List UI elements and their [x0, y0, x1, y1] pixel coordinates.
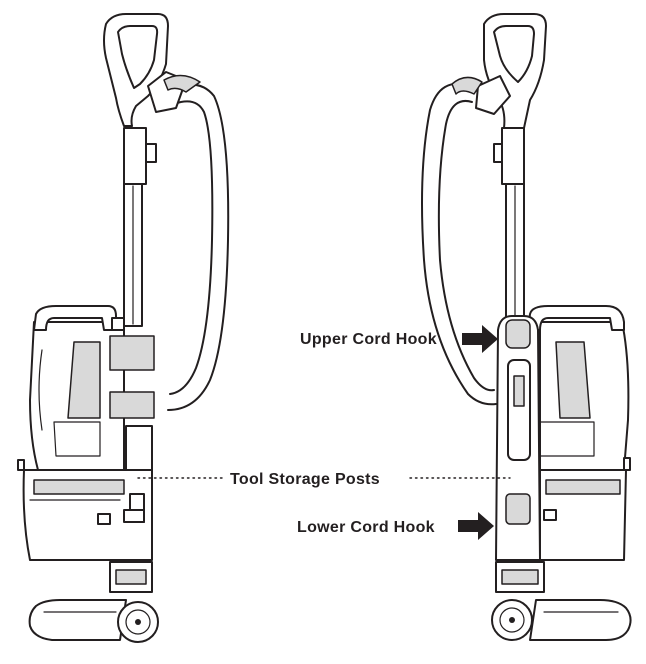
lower-cord-hook-label: Lower Cord Hook	[297, 519, 435, 536]
hose	[421, 82, 497, 406]
callout-lower-cord-hook: Lower Cord Hook	[297, 512, 494, 540]
wand	[123, 127, 147, 185]
floor-nozzle	[28, 599, 127, 641]
hose	[167, 83, 230, 411]
callout-upper-cord-hook: Upper Cord Hook	[300, 325, 498, 353]
wand	[501, 127, 525, 185]
floor-nozzle	[529, 599, 632, 641]
vacuum-side-view	[17, 13, 230, 643]
vacuum-front-view	[421, 13, 632, 641]
lower-cord-hook-part	[505, 493, 531, 525]
upper-cord-hook-label: Upper Cord Hook	[300, 331, 437, 348]
arrow-right-icon	[458, 512, 494, 540]
callout-tool-storage-posts: Tool Storage Posts	[137, 471, 511, 488]
arrow-right-icon	[462, 325, 498, 353]
upper-cord-hook-part	[505, 319, 531, 349]
tool-storage-posts-label: Tool Storage Posts	[230, 471, 380, 488]
